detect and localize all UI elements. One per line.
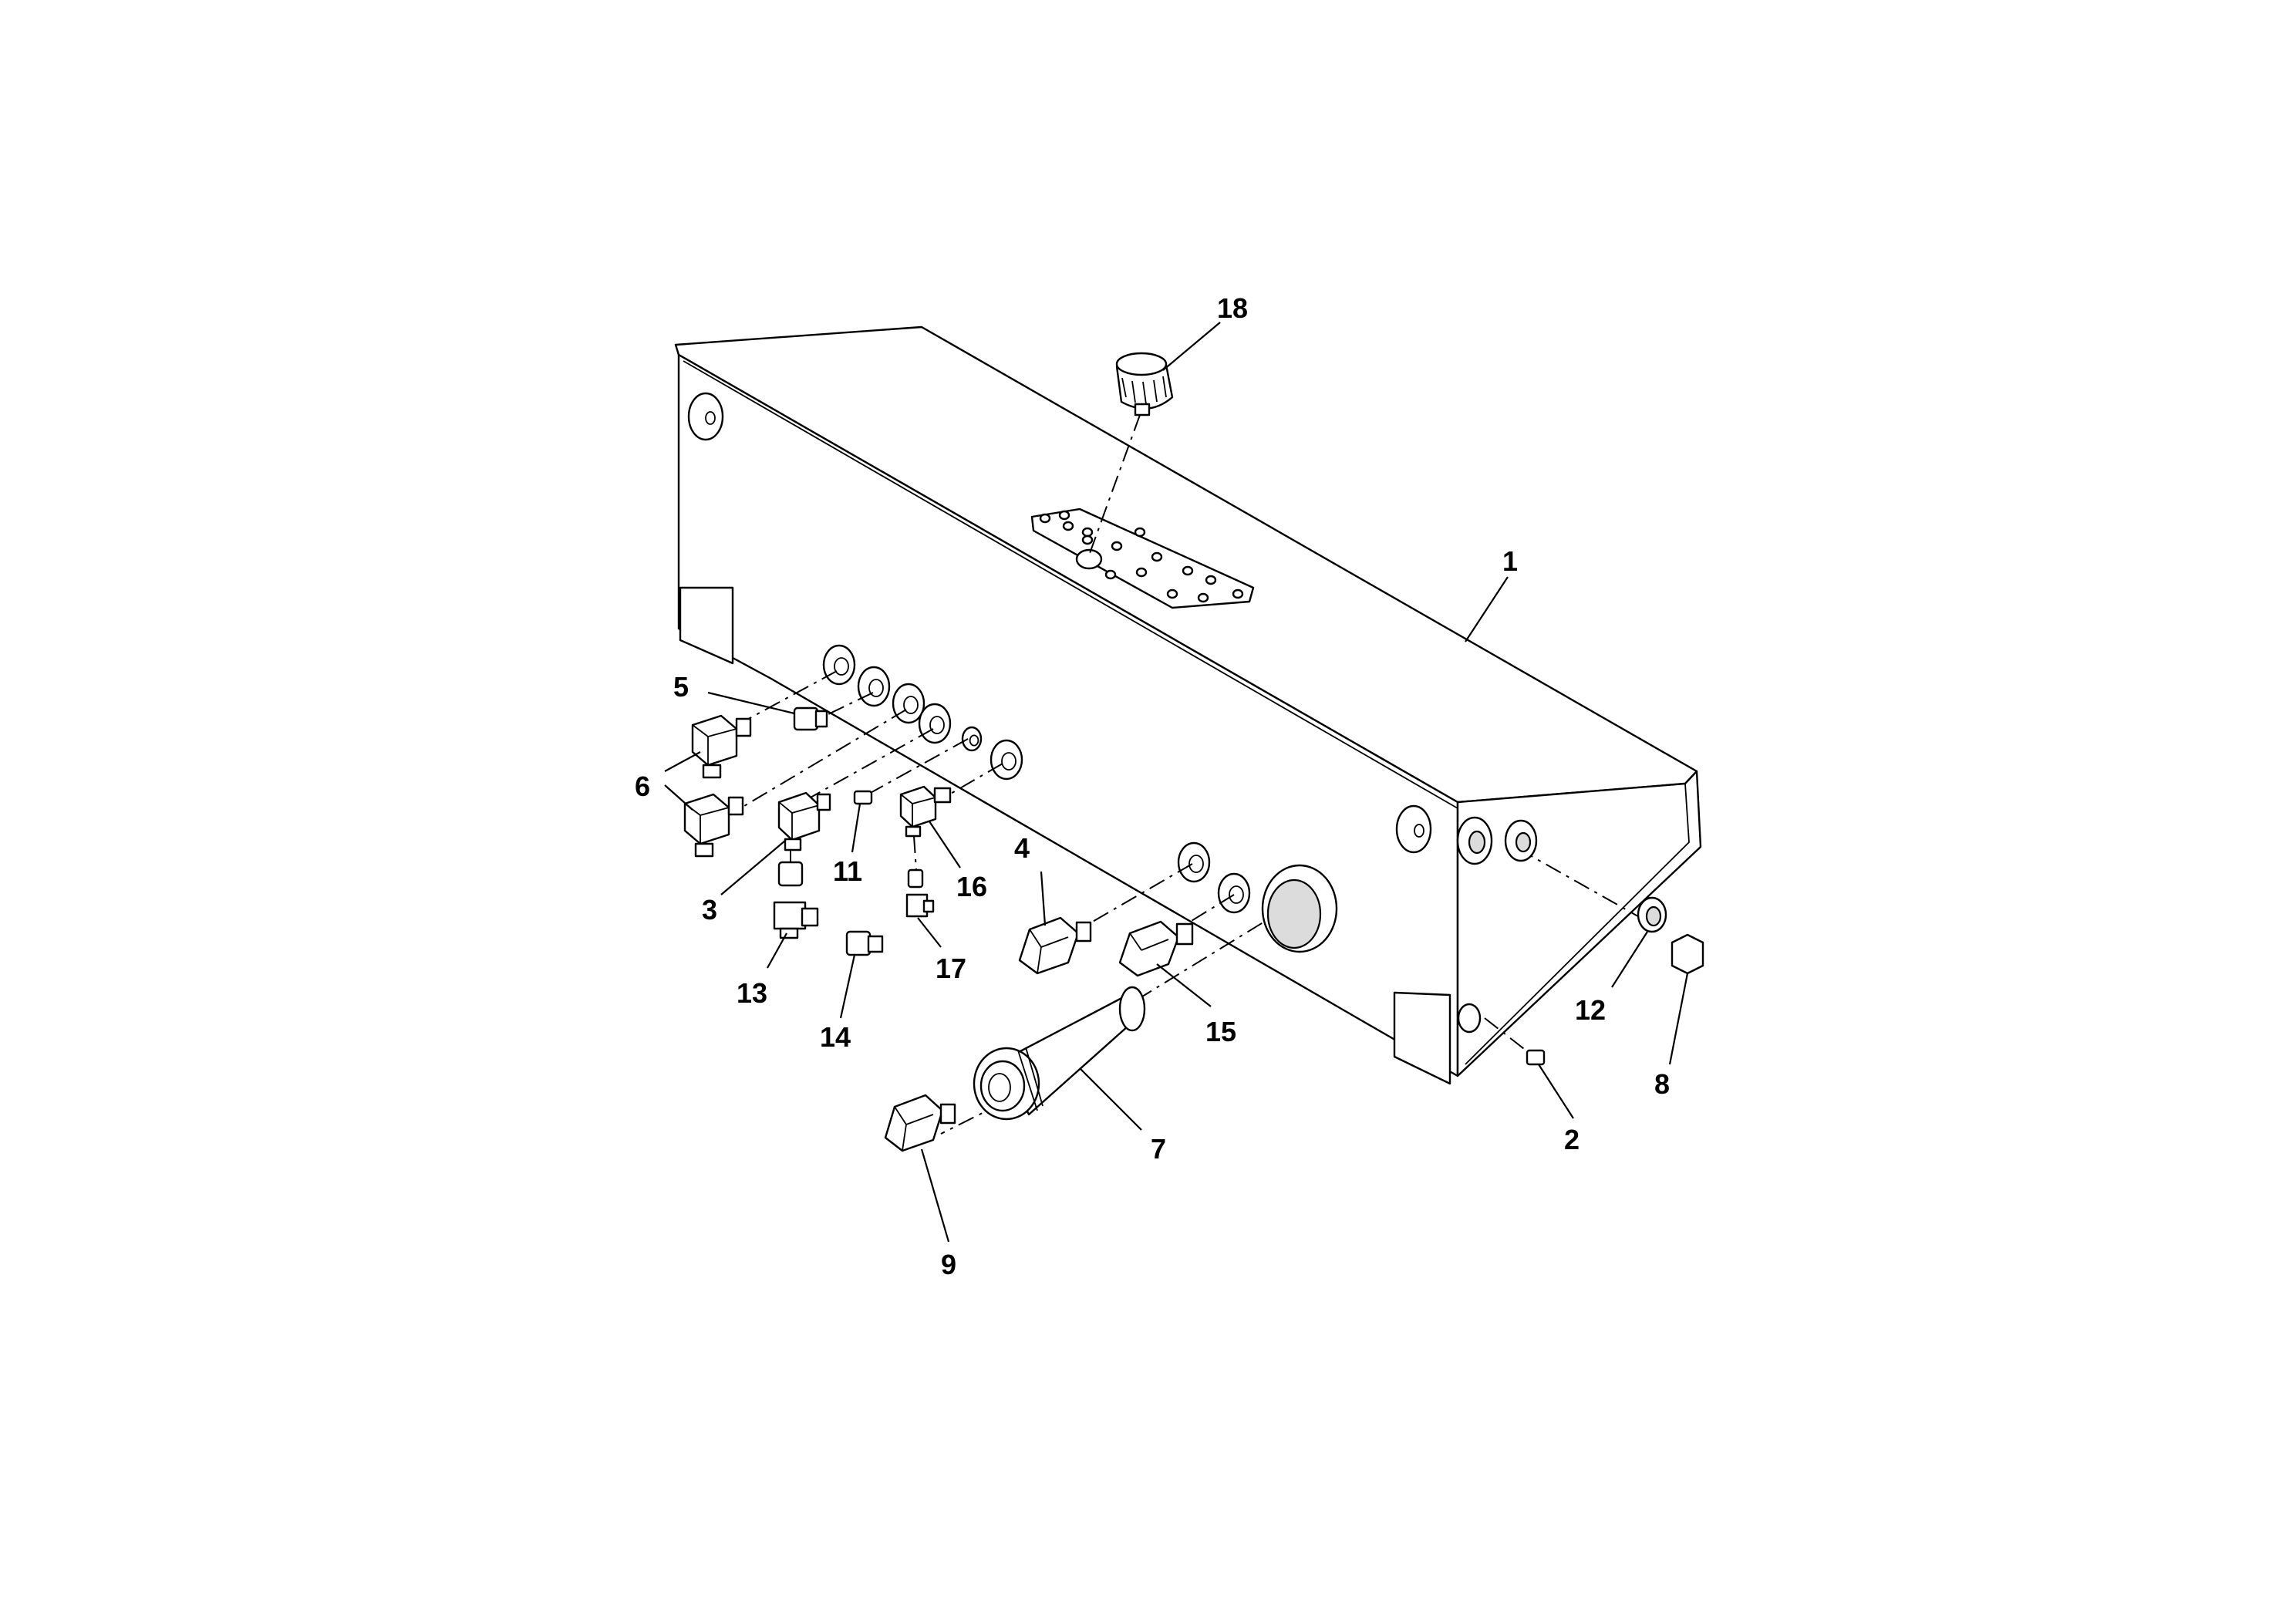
callout-8: 8 — [1654, 1068, 1670, 1100]
callout-11: 11 — [833, 855, 862, 887]
plate-bolt — [1197, 592, 1209, 603]
plate-bolt — [1104, 569, 1117, 580]
port-boss — [1217, 872, 1251, 914]
callout-labels: 18 1 5 6 3 11 16 17 13 14 4 15 7 9 12 8 … — [635, 292, 1670, 1280]
callout-18: 18 — [1217, 292, 1248, 324]
filter-port — [1261, 864, 1338, 953]
callout-17: 17 — [936, 953, 966, 984]
elbow-part-4 — [1018, 916, 1092, 975]
port-boss — [857, 666, 891, 707]
callout-14: 14 — [820, 1021, 851, 1053]
plate-bolt — [1135, 567, 1148, 578]
plate-bolt — [1062, 521, 1074, 531]
port-boss — [822, 644, 856, 686]
plug-part-11 — [853, 790, 873, 805]
callout-6: 6 — [635, 771, 650, 802]
tank-body — [674, 325, 1702, 1085]
port-boss — [1177, 841, 1211, 883]
callout-9: 9 — [941, 1249, 956, 1280]
plug-part-2 — [1526, 1049, 1546, 1066]
callout-7: 7 — [1151, 1133, 1166, 1165]
tee-part-13 — [773, 861, 819, 939]
breather-cap — [1115, 352, 1174, 416]
callout-1: 1 — [1502, 545, 1518, 577]
assembly-axis-lines — [743, 670, 1655, 1135]
port-boss — [990, 739, 1023, 781]
plate-bolt — [1111, 541, 1123, 551]
seal-part-12 — [1637, 896, 1667, 933]
filter-part-7 — [973, 986, 1146, 1121]
access-plate — [1030, 508, 1255, 609]
callout-2: 2 — [1564, 1124, 1580, 1155]
elbow-part-9 — [884, 1094, 956, 1152]
plate-bolt — [1058, 510, 1070, 521]
elbow-part-16 — [899, 785, 952, 838]
callout-5: 5 — [673, 671, 689, 703]
elbow-part-6-lower — [683, 793, 744, 858]
plate-bolt — [1134, 527, 1146, 538]
plate-bolt — [1166, 588, 1178, 599]
plate-bolt — [1232, 588, 1244, 599]
elbow-part-15 — [1118, 920, 1194, 977]
elbow-part-3 — [777, 791, 831, 851]
plate-bolt — [1039, 513, 1051, 524]
plate-bolt — [1081, 527, 1094, 538]
tee-part-17 — [905, 868, 935, 918]
plate-bolt — [1151, 551, 1163, 562]
plate-bolt — [1182, 565, 1194, 576]
mounting-foot-right — [1393, 991, 1451, 1085]
callout-12: 12 — [1575, 994, 1606, 1026]
leader-lines — [664, 322, 1689, 1243]
adapter-part-5 — [793, 706, 828, 731]
plug-part-8 — [1671, 933, 1704, 975]
adapter-part-14 — [845, 930, 884, 956]
boss-left-top — [687, 392, 724, 441]
elbow-part-6-upper — [691, 714, 752, 779]
callout-3: 3 — [702, 894, 717, 926]
callout-16: 16 — [956, 871, 987, 902]
callout-15: 15 — [1205, 1016, 1236, 1047]
tank-ports — [822, 644, 1251, 914]
boss-right-end — [1395, 804, 1432, 854]
plate-bolt — [1081, 534, 1094, 545]
axis-line-16-17 — [913, 835, 917, 871]
port-boss — [961, 726, 983, 752]
mounting-foot-left — [679, 586, 734, 665]
callout-13: 13 — [737, 977, 767, 1009]
plate-bolt — [1205, 575, 1217, 585]
axis-line-breather — [1088, 414, 1141, 556]
callout-4: 4 — [1014, 832, 1030, 864]
right-ports — [1456, 816, 1538, 1034]
port-boss — [918, 703, 952, 744]
